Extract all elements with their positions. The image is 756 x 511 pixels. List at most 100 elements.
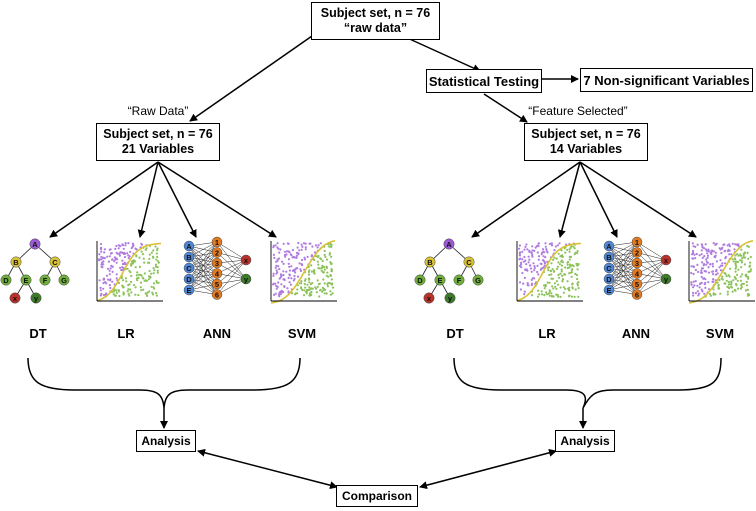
- scatter-point: [143, 261, 146, 264]
- ann-edge: [216, 278, 247, 295]
- scatter-point: [102, 293, 106, 297]
- tree-node-label: B: [427, 258, 433, 267]
- scatter-point: [749, 268, 752, 271]
- scatter-point: [719, 259, 722, 262]
- scatter-point: [736, 253, 739, 256]
- comparison-box: Comparison: [336, 485, 418, 507]
- scatter-point: [326, 271, 329, 274]
- tree-node-label: x: [13, 294, 18, 303]
- scatter-point: [153, 269, 156, 272]
- scatter-point: [700, 243, 703, 246]
- scatter-point: [99, 247, 102, 250]
- nonsig-variables-box: 7 Non-significant Variables: [580, 68, 753, 92]
- scatter-point: [276, 285, 279, 288]
- scatter-point: [544, 256, 547, 259]
- scatter-point: [288, 269, 291, 272]
- scatter-point: [692, 252, 695, 255]
- scatter-point: [734, 277, 737, 280]
- scatter-point: [112, 293, 115, 296]
- scatter-point: [567, 288, 570, 292]
- ann-hidden-node: [631, 236, 643, 248]
- scatter-point: [561, 255, 564, 258]
- scatter-point: [152, 267, 155, 270]
- scatter-point: [694, 245, 697, 248]
- scatter-point: [303, 283, 306, 286]
- scatter-point: [288, 265, 291, 268]
- scatter-point: [121, 243, 124, 247]
- ann-edge: [636, 241, 667, 261]
- scatter-point: [537, 244, 540, 248]
- scatter-point: [539, 262, 542, 265]
- ann-hidden-node-label: 3: [215, 259, 219, 268]
- scatter-point: [130, 264, 133, 267]
- scatter-point: [551, 268, 554, 271]
- scatter-point: [572, 265, 575, 268]
- scatter-point: [127, 257, 130, 260]
- scatter-point: [568, 263, 572, 266]
- scatter-point: [125, 280, 128, 283]
- ann-output-node: [240, 273, 252, 285]
- scatter-point: [132, 260, 136, 263]
- scatter-point: [550, 292, 553, 295]
- scatter-point: [557, 252, 560, 255]
- scatter-point: [320, 269, 323, 272]
- tree-node-label: F: [457, 276, 462, 285]
- scatter-point: [111, 270, 114, 273]
- scatter-point: [705, 258, 708, 261]
- scatter-point: [520, 261, 523, 264]
- scatter-point: [541, 251, 544, 254]
- tree-node: [414, 274, 426, 286]
- svm-boundary: [270, 240, 336, 304]
- scatter-point: [154, 263, 158, 266]
- scatter-point: [740, 248, 743, 251]
- ann-hidden-node-label: 6: [635, 290, 639, 299]
- scatter-point: [576, 250, 579, 253]
- scatter-point: [709, 251, 712, 254]
- scatter-point: [100, 265, 103, 269]
- scatter-point: [541, 248, 545, 251]
- scatter-point: [714, 254, 717, 257]
- scatter-point: [543, 264, 546, 267]
- scatter-point: [541, 259, 545, 262]
- scatter-point: [536, 270, 539, 274]
- scatter-point: [308, 294, 311, 297]
- scatter-point: [123, 263, 126, 266]
- scatter-point: [306, 283, 309, 286]
- arrow-left-analysis-comparison: [197, 448, 338, 490]
- tree-node: [434, 274, 446, 286]
- ann-input-node: [183, 262, 195, 274]
- scatter-point: [317, 244, 320, 247]
- tree-node-label: A: [32, 240, 38, 249]
- scatter-point: [553, 249, 556, 252]
- scatter-point: [300, 248, 303, 251]
- scatter-point: [553, 282, 556, 285]
- scatter-point: [739, 259, 742, 262]
- scatter-point: [323, 282, 326, 285]
- scatter-point: [100, 250, 103, 253]
- sigmoid-curve: [96, 242, 162, 302]
- arrow-feat-to-lr: [557, 161, 581, 238]
- scatter-point: [530, 270, 533, 273]
- scatter-point: [739, 287, 742, 290]
- scatter-point: [123, 255, 127, 259]
- scatter-point: [736, 279, 739, 282]
- scatter-point: [577, 287, 580, 290]
- scatter-point: [537, 289, 540, 292]
- scatter-point: [568, 272, 571, 275]
- scatter-point: [556, 244, 559, 247]
- scatter-point: [308, 281, 311, 284]
- tree-node: [0, 274, 12, 286]
- arrow-raw-to-dt: [49, 161, 159, 238]
- scatter-point: [113, 289, 116, 292]
- scatter-point: [146, 294, 149, 297]
- scatter-point: [305, 290, 308, 293]
- scatter-point: [567, 295, 571, 298]
- scatter-point: [737, 287, 740, 290]
- ann-output-node: [660, 254, 672, 266]
- scatter-point: [142, 288, 145, 291]
- scatter-point: [741, 257, 744, 260]
- scatter-point: [708, 293, 712, 296]
- scatter-point: [730, 280, 733, 283]
- scatter-point: [307, 277, 310, 280]
- raw-subject-box: Subject set, n = 76 21 Variables: [96, 123, 220, 161]
